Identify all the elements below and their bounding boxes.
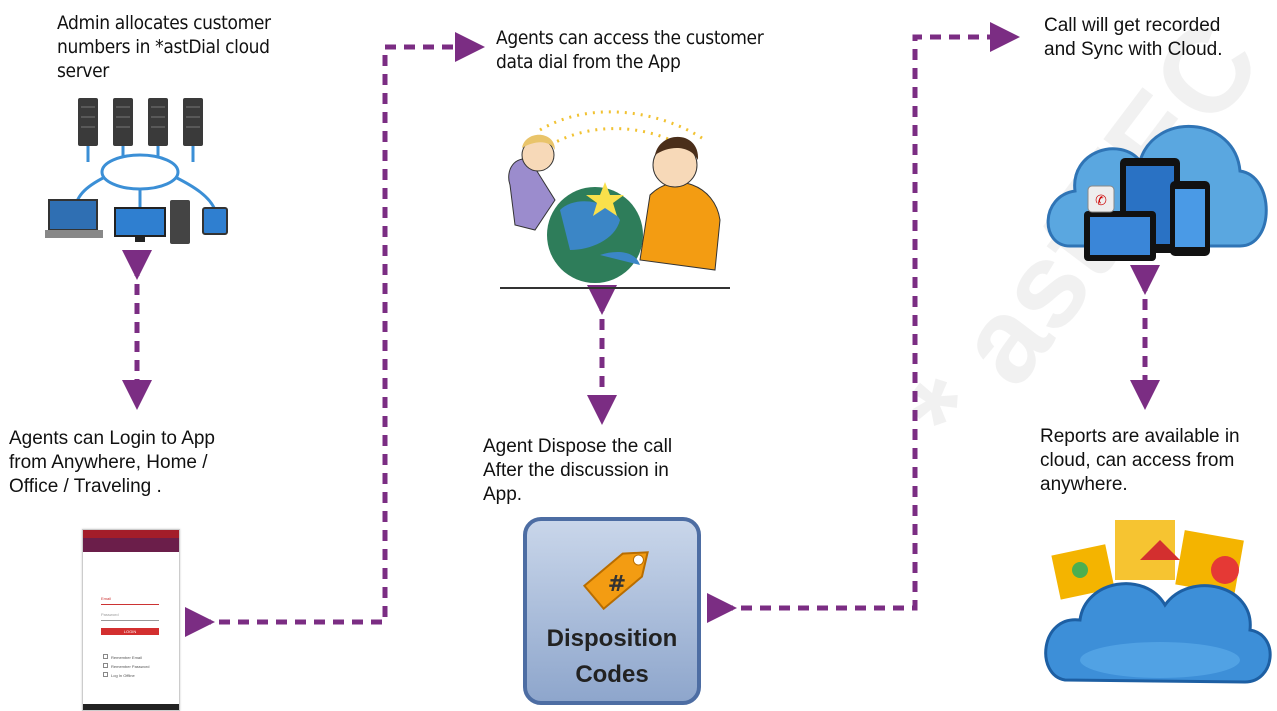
offline-login-checkbox[interactable]: Log In Offline — [103, 672, 135, 678]
disposition-label: Disposition — [546, 625, 678, 652]
server-network-icon — [45, 98, 228, 244]
password-field[interactable]: Password — [101, 612, 159, 621]
agents-phone-call-icon — [500, 110, 730, 289]
disposition-codes-card: # Disposition Codes — [523, 517, 701, 705]
access-step-text: Agents can access the customer data dial… — [496, 27, 764, 73]
login-button[interactable]: LOGIN — [101, 628, 159, 635]
cloud-devices-icon: ✆ — [1046, 125, 1268, 261]
tag-icon: # — [582, 551, 649, 611]
app-status-bar — [83, 530, 179, 538]
app-nav-bar — [83, 704, 179, 710]
login-to-access-connector — [185, 32, 485, 637]
remember-password-checkbox[interactable]: Remember Password — [103, 663, 149, 669]
mobile-app-login-screen: Email Password LOGIN Remember Email Reme… — [82, 529, 180, 711]
dispose-step-text: Agent Dispose the call After the discuss… — [483, 436, 673, 505]
remember-email-checkbox[interactable]: Remember Email — [103, 654, 142, 660]
tag-symbol: # — [608, 572, 626, 597]
codes-label: Codes — [575, 661, 649, 688]
cloud-folders-icon — [1044, 520, 1272, 684]
svg-text:✆: ✆ — [1095, 193, 1107, 209]
login-step-text: Agents can Login to App from Anywhere, H… — [9, 428, 215, 497]
dispose-to-record-connector — [707, 22, 1020, 623]
admin-step-text: Admin allocates customer numbers in *ast… — [57, 12, 271, 82]
email-field[interactable]: Email — [101, 596, 159, 605]
record-step-text: Call will get recorded and Sync with Clo… — [1044, 15, 1223, 60]
reports-step-text: Reports are available in cloud, can acce… — [1040, 426, 1240, 495]
app-header — [83, 538, 179, 552]
